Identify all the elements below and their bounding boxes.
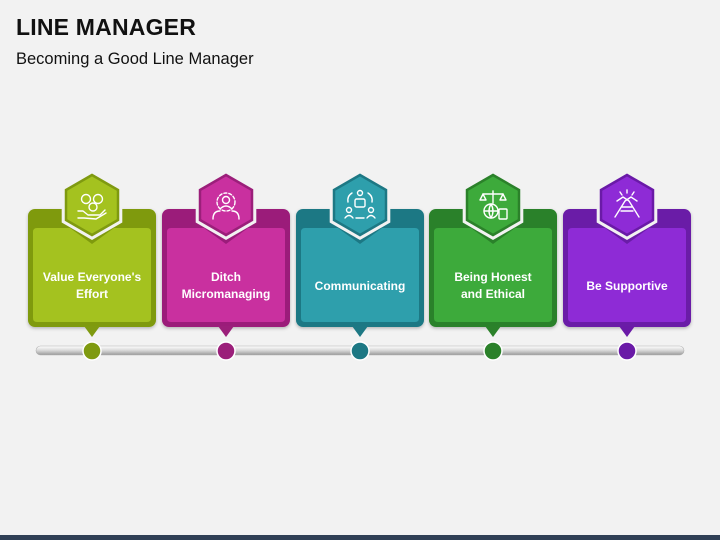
timeline-dot-3 (350, 341, 370, 361)
card-pointer (619, 326, 635, 337)
step-label-line1: Ditch (211, 270, 241, 284)
step-label-4: Being Honest and Ethical (437, 261, 549, 311)
step-label-3: Communicating (304, 261, 416, 311)
step-label-5: Be Supportive (571, 261, 683, 311)
step-card-5 (563, 170, 691, 361)
handshake-icon (614, 189, 640, 218)
timeline-dot-2 (216, 341, 236, 361)
card-panel (167, 228, 285, 322)
money-hand-icon (77, 193, 107, 220)
footer-bar (0, 535, 720, 540)
step-label-line2: Effort (76, 287, 108, 301)
card-pointer (485, 326, 501, 337)
step-label-line2: and Ethical (460, 287, 525, 301)
hex-badge (599, 173, 655, 237)
card-panel (568, 228, 686, 322)
step-label-line1: Value Everyone's (42, 270, 142, 284)
card-pointer (84, 326, 100, 337)
scales-globe-icon (479, 190, 508, 220)
card-panel (301, 228, 419, 322)
page-title: LINE MANAGER (16, 14, 197, 40)
manager-gear-icon (212, 192, 240, 220)
hex-badge (64, 173, 120, 237)
timeline-dot-4 (483, 341, 503, 361)
timeline-dot-5 (617, 341, 637, 361)
step-card-1 (28, 170, 156, 361)
step-card-4 (429, 170, 557, 361)
step-card-2 (162, 170, 290, 361)
hex-badge (198, 173, 254, 237)
step-label-line1: Communicating (314, 278, 406, 293)
timeline-dot-1 (82, 341, 102, 361)
page-subtitle: Becoming a Good Line Manager (16, 50, 254, 68)
card-pointer (352, 326, 368, 337)
hex-badge (332, 173, 388, 237)
step-label-line1: Being Honest (454, 270, 532, 284)
step-card-3 (296, 170, 424, 361)
card-panel (434, 228, 552, 322)
team-chat-icon (344, 189, 376, 219)
card-panel (33, 228, 151, 322)
step-label-line2: Micromanaging (181, 287, 271, 301)
step-label-line1: Be Supportive (586, 278, 668, 293)
card-pointer (218, 326, 234, 337)
